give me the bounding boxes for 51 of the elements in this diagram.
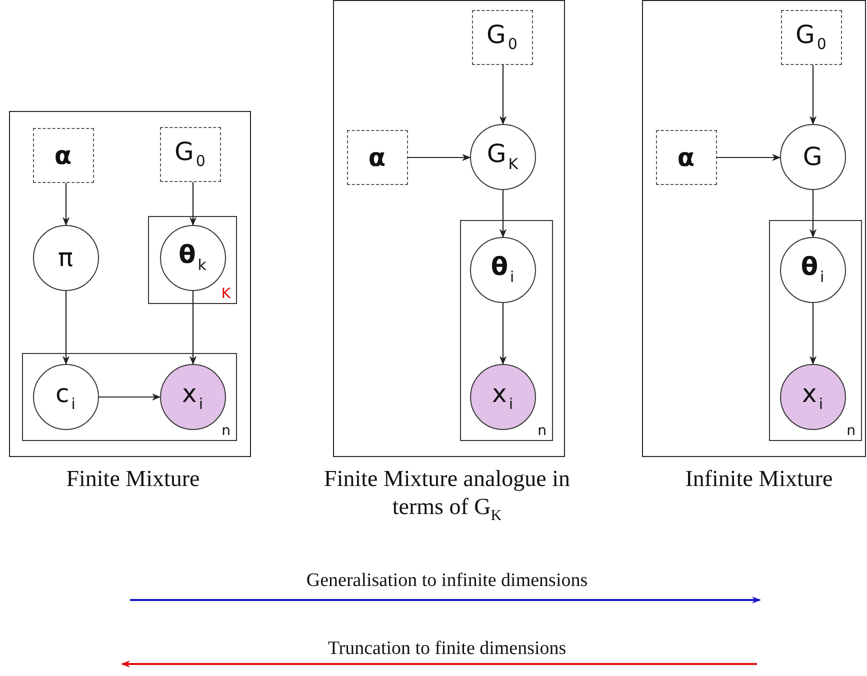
variable-label: θ$_{i}$ (800, 254, 824, 285)
variable-label: x$_{i}$ (182, 381, 203, 412)
plate-label: K (221, 286, 230, 300)
model-panel (9, 111, 251, 457)
arrow (809, 65, 817, 125)
arrow (408, 154, 471, 162)
arrow (809, 190, 817, 238)
variable-label: x$_{i}$ (802, 381, 823, 412)
arrow (189, 182, 197, 226)
variable-label: G$_{K}$ (486, 141, 518, 172)
variable-label: θ$_{i}$ (490, 254, 514, 285)
plate-label: n (222, 424, 230, 438)
variable-label: α (677, 144, 695, 170)
model-panel (333, 0, 565, 457)
arrow (499, 303, 507, 365)
variable-label: π (58, 245, 74, 270)
plate-label: n (846, 424, 856, 438)
plate-box (22, 352, 236, 440)
variable-label: G (802, 144, 822, 169)
variable-label: α (368, 144, 386, 170)
arrow (62, 183, 70, 226)
variable-label: G$_{0}$ (486, 22, 518, 52)
arrow (809, 303, 817, 365)
variable-label: G$_{0}$ (174, 138, 206, 170)
hyperparameter-box (472, 10, 532, 64)
panel-caption: Finite Mixture analogue in terms of G$_{K}$ (323, 465, 571, 525)
hyperparameter-box (780, 10, 842, 64)
arrow (499, 65, 507, 125)
hyperparameter-box (32, 128, 94, 182)
plate-box (460, 220, 552, 440)
hyperparameter-box (346, 130, 408, 184)
hyperparameter-box (160, 126, 220, 182)
panel-caption: Infinite Mixture (684, 465, 834, 493)
variable-label: θ$_{k}$ (178, 242, 206, 273)
panel-caption: Finite Mixture (65, 465, 201, 493)
arrow (62, 291, 70, 365)
note-text: Truncation to finite dimensions (328, 639, 566, 658)
hyperparameter-box (656, 130, 716, 184)
arrow (189, 291, 197, 365)
arrow (499, 190, 507, 238)
arrow (99, 393, 161, 401)
arrow (717, 154, 781, 162)
plate-label: n (538, 424, 546, 438)
plate-box (768, 220, 862, 440)
note-text: Generalisation to infinite dimensions (306, 571, 588, 590)
variable-label: x$_{i}$ (492, 381, 513, 412)
variable-label: G$_{0}$ (796, 22, 826, 52)
variable-label: c$_{i}$ (56, 381, 76, 412)
variable-label: α (54, 142, 72, 168)
plate-box (148, 216, 236, 304)
model-panel (642, 0, 866, 457)
